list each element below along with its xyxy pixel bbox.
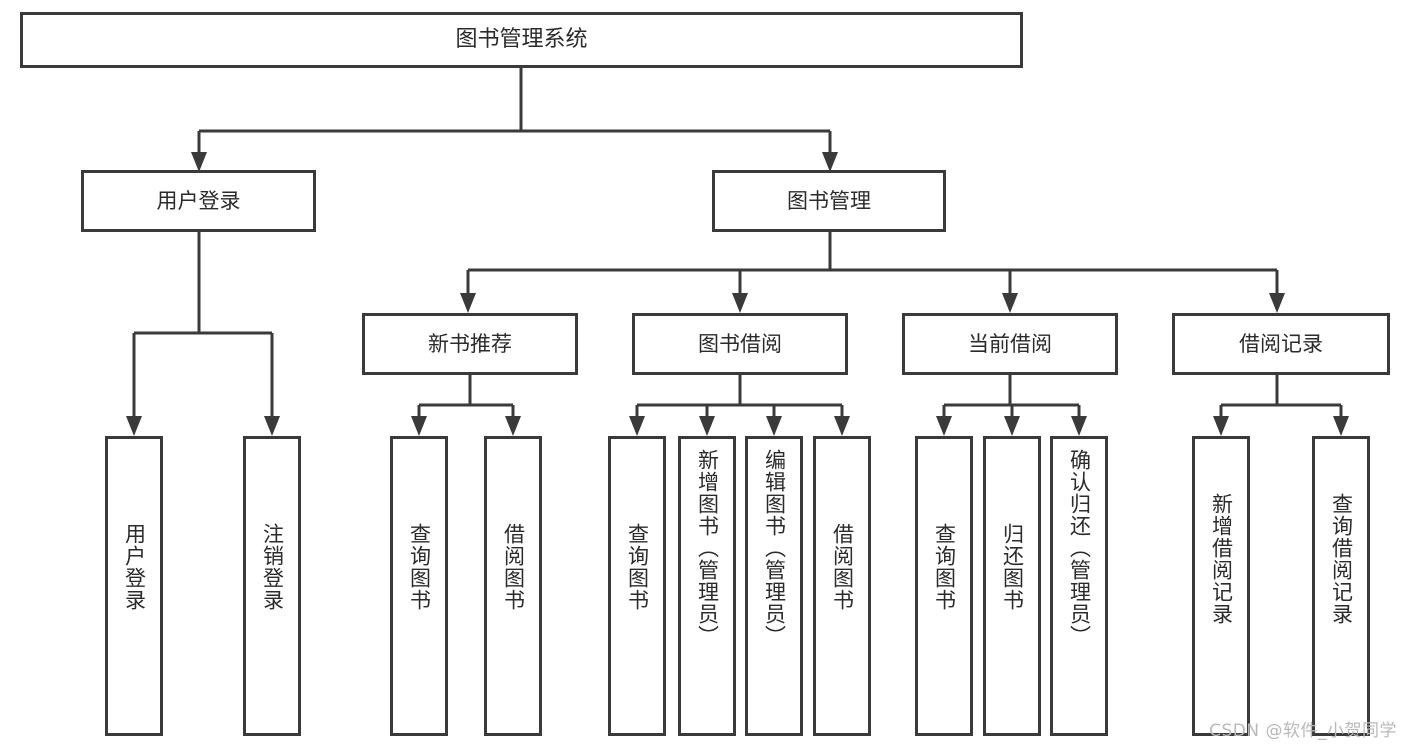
node-label: 借阅图书 — [501, 523, 526, 611]
node-label: 编辑图书（管理员） — [762, 449, 787, 647]
node-label: 确认归还（管理员） — [1067, 449, 1092, 647]
leaf-query-borrow-record[interactable]: 查询借阅记录 — [1312, 436, 1370, 736]
node-current-borrowing[interactable]: 当前借阅 — [902, 313, 1118, 375]
node-root-book-management-system[interactable]: 图书管理系统 — [20, 12, 1023, 68]
leaf-query-books-current[interactable]: 查询图书 — [915, 436, 973, 736]
node-label: 当前借阅 — [968, 331, 1052, 356]
node-label: 用户登录 — [122, 523, 147, 611]
leaf-return-books[interactable]: 归还图书 — [983, 436, 1041, 736]
leaf-edit-book-admin[interactable]: 编辑图书（管理员） — [745, 436, 803, 736]
node-borrow-records[interactable]: 借阅记录 — [1172, 313, 1390, 375]
node-label: 图书管理 — [787, 188, 871, 213]
node-new-book-recommendation[interactable]: 新书推荐 — [362, 313, 578, 375]
node-label: 借阅图书 — [830, 523, 855, 611]
node-label: 查询图书 — [932, 523, 957, 611]
leaf-query-books-recommend[interactable]: 查询图书 — [390, 436, 448, 736]
node-label: 查询图书 — [407, 523, 432, 611]
leaf-borrow-books-recommend[interactable]: 借阅图书 — [484, 436, 542, 736]
node-user-login[interactable]: 用户登录 — [81, 170, 316, 232]
leaf-logout[interactable]: 注销登录 — [243, 436, 301, 736]
leaf-user-login[interactable]: 用户登录 — [105, 436, 163, 736]
node-label: 查询借阅记录 — [1329, 493, 1354, 625]
node-label: 归还图书 — [1000, 523, 1025, 611]
node-label: 用户登录 — [156, 188, 241, 213]
node-book-borrowing[interactable]: 图书借阅 — [632, 313, 848, 375]
node-book-management[interactable]: 图书管理 — [712, 170, 946, 232]
leaf-add-book-admin[interactable]: 新增图书（管理员） — [678, 436, 736, 736]
node-label: 新增图书（管理员） — [695, 449, 720, 647]
node-label: 新书推荐 — [428, 331, 512, 356]
leaf-query-books-borrow[interactable]: 查询图书 — [608, 436, 666, 736]
node-label: 图书借阅 — [698, 331, 782, 356]
leaf-borrow-books[interactable]: 借阅图书 — [813, 436, 871, 736]
node-label: 借阅记录 — [1239, 331, 1323, 356]
node-label: 图书管理系统 — [455, 27, 588, 53]
node-label: 查询图书 — [625, 523, 650, 611]
node-label: 新增借阅记录 — [1209, 493, 1234, 625]
leaf-add-borrow-record[interactable]: 新增借阅记录 — [1192, 436, 1250, 736]
watermark-text: CSDN @软件_小贺同学 — [1209, 721, 1397, 741]
leaf-confirm-return-admin[interactable]: 确认归还（管理员） — [1050, 436, 1108, 736]
node-label: 注销登录 — [260, 523, 285, 611]
